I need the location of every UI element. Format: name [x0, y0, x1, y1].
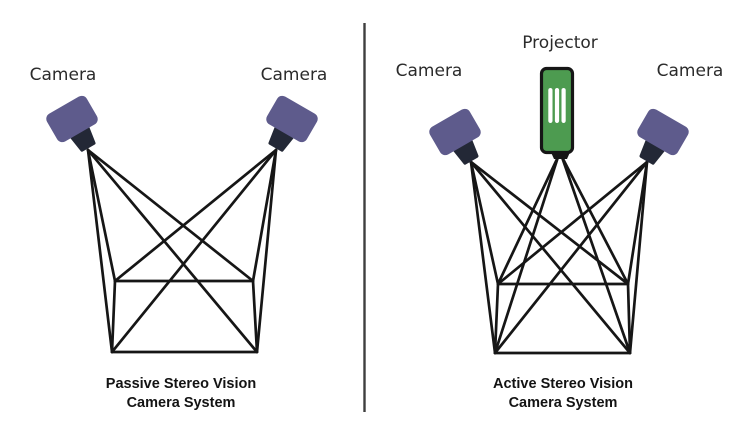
camera-ray [86, 148, 259, 354]
camera-ray [110, 148, 278, 354]
passive-panel-graphics [46, 95, 318, 354]
camera-icon [429, 108, 481, 165]
camera-body [46, 95, 98, 143]
camera-body [266, 95, 318, 143]
projector-ray [560, 155, 630, 286]
camera-label: Camera [395, 61, 463, 81]
camera-ray [469, 160, 500, 286]
right-camera-rays [110, 148, 278, 354]
overlap-left-edge [493, 282, 500, 355]
camera-ray [86, 148, 117, 283]
camera-ray [469, 160, 632, 355]
left-camera-rays [469, 160, 632, 355]
overlap-right-edge [626, 282, 632, 355]
projector-icon [539, 66, 575, 159]
camera-ray [86, 148, 114, 354]
projector-stripe [561, 88, 566, 123]
camera-ray [469, 160, 630, 286]
caption-line: Active Stereo Vision [493, 376, 633, 392]
right-camera-rays [493, 160, 649, 355]
projector-ray [560, 155, 632, 355]
camera-ray [469, 160, 497, 355]
projector-stripe [554, 88, 560, 123]
left-camera-rays [86, 148, 259, 354]
overlap-region [110, 279, 259, 354]
camera-ray [493, 160, 649, 355]
projector-label: Projector [522, 33, 598, 53]
caption-line: Camera System [508, 395, 618, 411]
projector-rays [493, 155, 632, 355]
projector-stripe [548, 88, 553, 123]
active-system-caption: Active Stereo Vision Camera System [493, 375, 633, 413]
camera-icon [637, 108, 689, 165]
camera-body [429, 108, 481, 156]
camera-body [637, 108, 689, 156]
camera-ray [113, 148, 278, 283]
camera-ray [255, 148, 278, 354]
overlap-region [493, 282, 632, 355]
camera-label: Camera [29, 65, 97, 85]
camera-ray [251, 148, 278, 283]
caption-line: Camera System [126, 395, 236, 411]
passive-system-caption: Passive Stereo Vision Camera System [106, 375, 256, 413]
overlap-left-edge [110, 279, 117, 354]
projector-ray [496, 155, 560, 286]
camera-icon [266, 95, 318, 152]
caption-line: Passive Stereo Vision [105, 376, 257, 392]
overlap-right-edge [251, 279, 259, 354]
active-panel-graphics [429, 66, 689, 355]
camera-label: Camera [656, 61, 724, 81]
camera-ray [628, 160, 649, 355]
camera-label: Camera [260, 65, 328, 85]
camera-ray [86, 148, 255, 283]
camera-icon [46, 95, 98, 152]
projector-ray [493, 155, 560, 355]
camera-ray [626, 160, 649, 286]
